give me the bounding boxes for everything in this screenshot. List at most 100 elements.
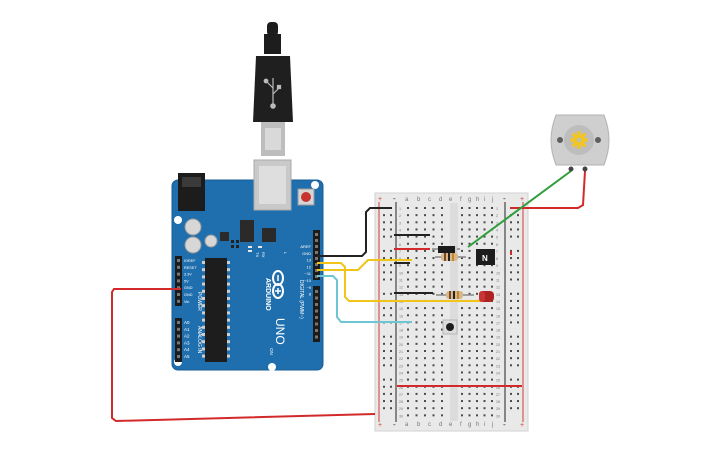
rail-hole[interactable] (390, 257, 392, 260)
breadboard-hole[interactable] (415, 328, 418, 331)
wire-red-5v[interactable] (111, 288, 376, 423)
breadboard-hole[interactable] (476, 378, 478, 381)
breadboard-hole[interactable] (491, 221, 493, 224)
breadboard-hole[interactable] (441, 364, 443, 367)
breadboard-hole[interactable] (415, 228, 418, 231)
rail-hole[interactable] (517, 257, 519, 260)
breadboard-hole[interactable] (483, 214, 486, 217)
breadboard-hole[interactable] (432, 207, 435, 209)
breadboard-hole[interactable] (415, 314, 418, 317)
breadboard-hole[interactable] (432, 350, 435, 352)
rail-hole[interactable] (510, 299, 512, 302)
breadboard-hole[interactable] (441, 292, 443, 295)
breadboard-hole[interactable] (432, 278, 435, 281)
breadboard-hole[interactable] (483, 414, 486, 417)
rail-hole[interactable] (390, 385, 392, 388)
header-pin[interactable] (177, 286, 180, 290)
breadboard-hole[interactable] (441, 228, 443, 231)
breadboard-hole[interactable] (491, 414, 493, 417)
breadboard-hole[interactable] (432, 364, 435, 367)
breadboard-hole[interactable] (468, 350, 471, 352)
breadboard-hole[interactable] (468, 328, 471, 331)
rail-hole[interactable] (390, 235, 392, 238)
breadboard-hole[interactable] (483, 207, 486, 209)
breadboard-hole[interactable] (461, 321, 463, 324)
breadboard-hole[interactable] (476, 285, 478, 288)
rail-hole[interactable] (390, 221, 392, 224)
breadboard-hole[interactable] (468, 357, 471, 360)
breadboard-hole[interactable] (491, 285, 493, 288)
breadboard-hole[interactable] (476, 314, 478, 317)
breadboard-hole[interactable] (461, 285, 463, 288)
breadboard-hole[interactable] (424, 314, 426, 317)
breadboard-hole[interactable] (468, 228, 471, 231)
breadboard-hole[interactable] (424, 364, 426, 367)
breadboard-hole[interactable] (476, 400, 478, 403)
breadboard-hole[interactable] (441, 328, 443, 331)
breadboard-hole[interactable] (415, 342, 418, 345)
transistor[interactable]: N (476, 249, 495, 265)
rail-hole[interactable] (383, 350, 385, 352)
breadboard-hole[interactable] (441, 221, 443, 224)
breadboard-hole[interactable] (432, 342, 435, 345)
rail-hole[interactable] (383, 235, 385, 238)
breadboard-hole[interactable] (468, 214, 471, 217)
breadboard-hole[interactable] (476, 278, 478, 281)
breadboard-hole[interactable] (476, 228, 478, 231)
usb-cable[interactable] (253, 22, 293, 156)
rail-hole[interactable] (390, 214, 392, 217)
breadboard-hole[interactable] (483, 378, 486, 381)
breadboard-hole[interactable] (461, 249, 463, 252)
breadboard-hole[interactable] (441, 392, 443, 395)
breadboard-hole[interactable] (468, 271, 471, 274)
breadboard-hole[interactable] (468, 314, 471, 317)
header-pin[interactable] (315, 251, 318, 254)
breadboard-hole[interactable] (461, 278, 463, 281)
breadboard-hole[interactable] (415, 207, 418, 209)
rail-hole[interactable] (517, 350, 519, 352)
rail-hole[interactable] (390, 342, 392, 345)
breadboard-hole[interactable] (468, 364, 471, 367)
breadboard-hole[interactable] (432, 321, 435, 324)
breadboard-hole[interactable] (415, 242, 418, 245)
breadboard-hole[interactable] (441, 235, 443, 238)
breadboard-hole[interactable] (424, 350, 426, 352)
rail-hole[interactable] (517, 307, 519, 310)
breadboard-hole[interactable] (407, 371, 409, 374)
rail-hole[interactable] (390, 407, 392, 410)
breadboard-hole[interactable] (441, 350, 443, 352)
rail-hole[interactable] (510, 357, 512, 360)
rail-hole[interactable] (510, 271, 512, 274)
breadboard-hole[interactable] (476, 221, 478, 224)
breadboard-hole[interactable] (407, 357, 409, 360)
breadboard-hole[interactable] (432, 257, 435, 260)
wire-cyan-pin10[interactable] (317, 275, 412, 323)
breadboard-hole[interactable] (407, 285, 409, 288)
rail-hole[interactable] (383, 278, 385, 281)
rail-hole[interactable] (510, 228, 512, 231)
breadboard-hole[interactable] (432, 371, 435, 374)
breadboard-hole[interactable] (468, 221, 471, 224)
breadboard-hole[interactable] (491, 342, 493, 345)
wire-gnd-black[interactable] (317, 207, 392, 257)
rail-hole[interactable] (383, 364, 385, 367)
breadboard-hole[interactable] (461, 314, 463, 317)
rail-hole[interactable] (510, 392, 512, 395)
breadboard-hole[interactable] (483, 328, 486, 331)
rail-hole[interactable] (390, 350, 392, 352)
header-pin[interactable] (315, 245, 318, 248)
breadboard-hole[interactable] (415, 400, 418, 403)
breadboard-hole[interactable] (424, 307, 426, 310)
breadboard-hole[interactable] (424, 235, 426, 238)
breadboard-hole[interactable] (461, 228, 463, 231)
breadboard-hole[interactable] (483, 221, 486, 224)
rail-hole[interactable] (390, 278, 392, 281)
breadboard-hole[interactable] (415, 235, 418, 238)
breadboard-hole[interactable] (461, 235, 463, 238)
breadboard-hole[interactable] (441, 414, 443, 417)
rail-hole[interactable] (510, 292, 512, 295)
rail-hole[interactable] (383, 407, 385, 410)
